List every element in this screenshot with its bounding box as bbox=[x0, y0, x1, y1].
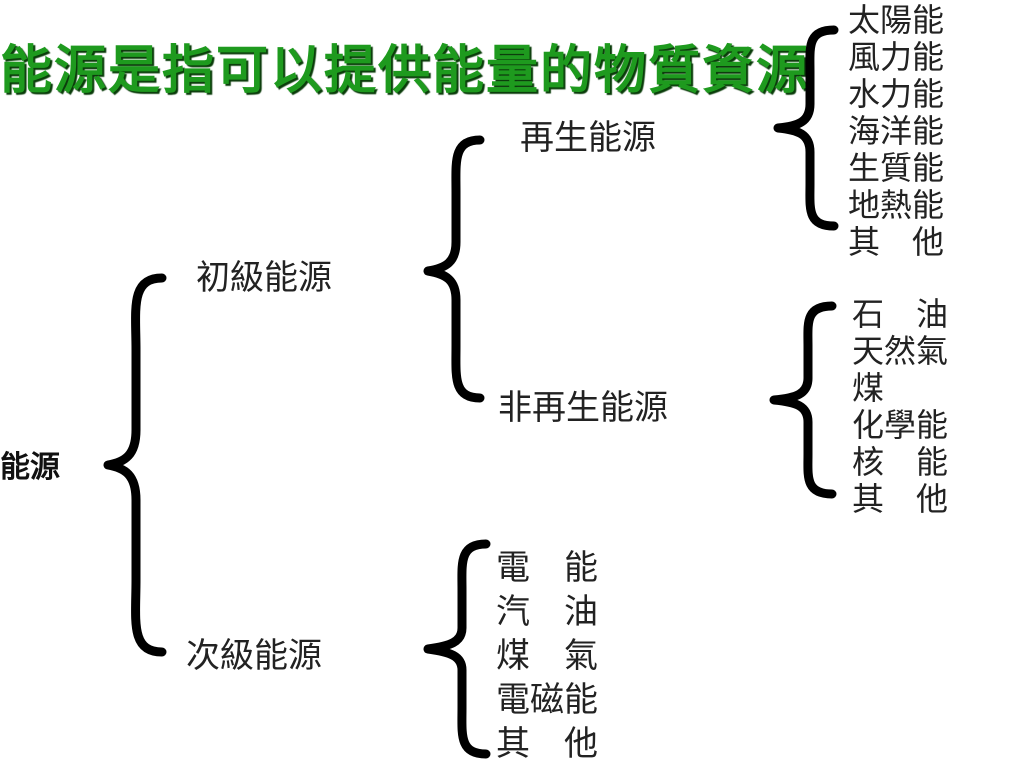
primary-brace bbox=[423, 135, 485, 403]
list-item: 其 他 bbox=[852, 480, 949, 518]
list-item: 煤 氣 bbox=[496, 636, 598, 676]
list-item: 汽 油 bbox=[496, 592, 598, 632]
list-item: 太陽能 bbox=[848, 1, 945, 39]
renewable-brace bbox=[773, 25, 839, 231]
list-item: 海洋能 bbox=[848, 112, 945, 150]
list-item: 電 能 bbox=[496, 548, 598, 588]
list-item: 風力能 bbox=[848, 38, 945, 76]
renewable-items-list: 太陽能 風力能 水力能 海洋能 生質能 地熱能 其 他 bbox=[848, 2, 944, 261]
root-brace bbox=[103, 273, 167, 657]
list-item: 電磁能 bbox=[496, 680, 598, 720]
node-primary-energy: 初級能源 bbox=[196, 258, 332, 298]
list-item: 煤 bbox=[852, 369, 885, 407]
node-secondary-energy: 次級能源 bbox=[186, 636, 322, 676]
secondary-items-list: 電 能 汽 油 煤 氣 電磁能 其 他 bbox=[496, 546, 598, 766]
list-item: 其 他 bbox=[496, 724, 598, 764]
root-node-energy: 能源 bbox=[0, 450, 60, 485]
list-item: 天然氣 bbox=[852, 332, 949, 370]
list-item: 地熱能 bbox=[848, 186, 945, 224]
nonrenewable-brace bbox=[769, 301, 837, 499]
list-item: 生質能 bbox=[848, 149, 945, 187]
list-item: 化學能 bbox=[852, 406, 949, 444]
secondary-brace bbox=[423, 539, 491, 759]
node-nonrenewable-energy: 非再生能源 bbox=[498, 388, 668, 428]
list-item: 其 他 bbox=[848, 223, 945, 261]
list-item: 水力能 bbox=[848, 75, 945, 113]
slide-title: 能源是指可以提供能量的物質資源 bbox=[0, 40, 811, 101]
nonrenewable-items-list: 石 油 天然氣 煤 化學能 核 能 其 他 bbox=[852, 296, 948, 518]
list-item: 石 油 bbox=[852, 295, 949, 333]
list-item: 核 能 bbox=[852, 443, 949, 481]
node-renewable-energy: 再生能源 bbox=[520, 118, 656, 158]
